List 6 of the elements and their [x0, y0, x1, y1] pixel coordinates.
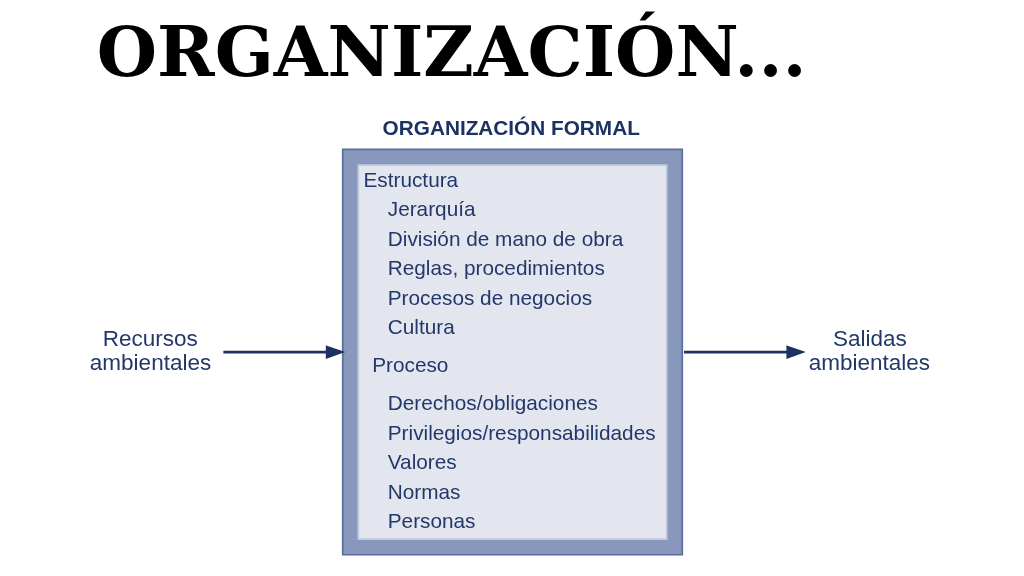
node-text: Salidas ambientales [808, 325, 930, 376]
arrow [683, 345, 806, 359]
diagram-title: ORGANIZACIÓN... [96, 10, 807, 92]
node-label: ORGANIZACIÓN FORMAL [382, 115, 640, 139]
node-text: Recursos ambientales [89, 325, 211, 376]
arrow [222, 345, 345, 359]
